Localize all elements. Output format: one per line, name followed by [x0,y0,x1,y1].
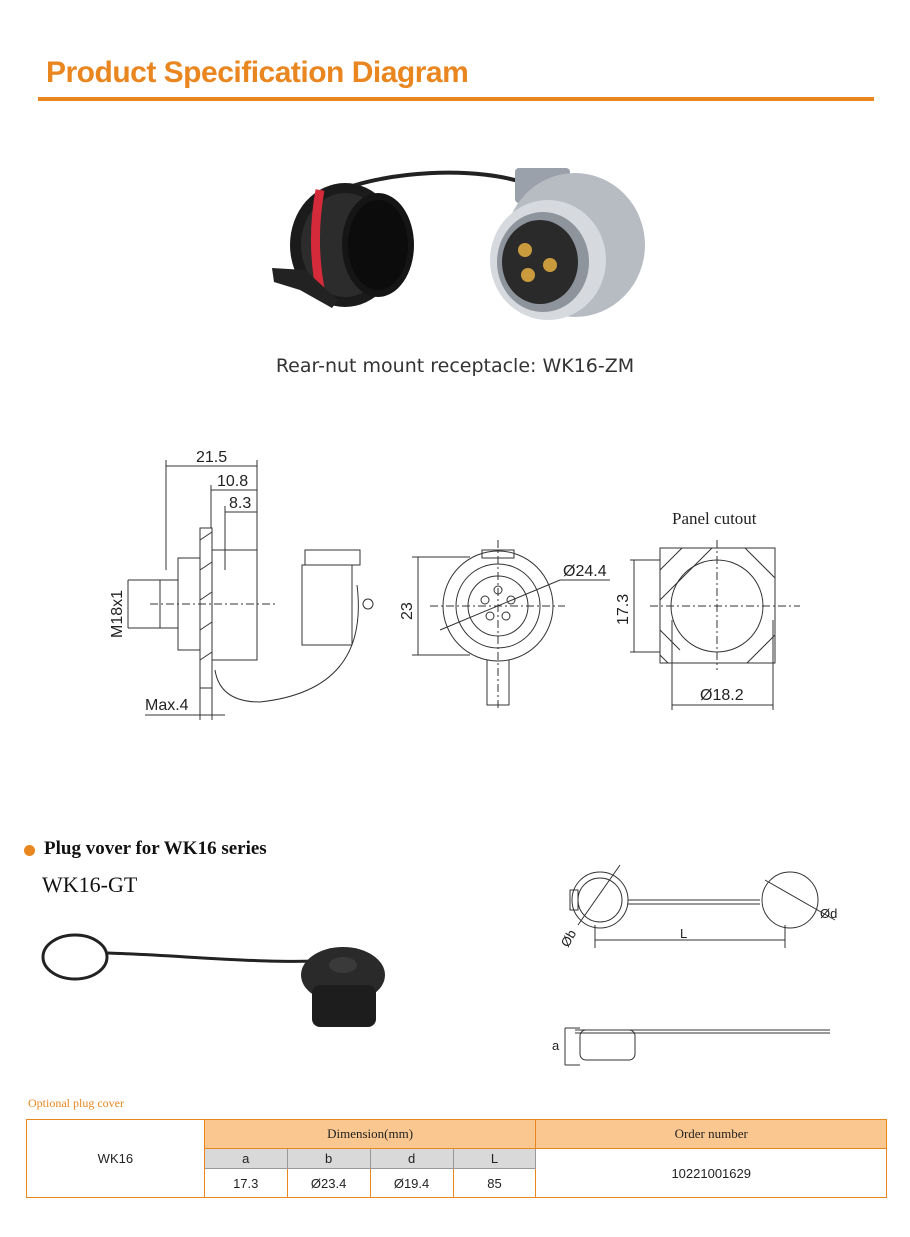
dim-max4: Max.4 [145,697,189,714]
label-d: Ød [820,906,837,921]
model-code: WK16-GT [42,872,138,897]
label-L: L [680,926,687,941]
spec-table: WK16 Dimension(mm) Order number a b d L … [26,1119,887,1198]
value-b: Ø23.4 [286,1168,371,1198]
col-L: L [452,1148,537,1169]
value-a: 17.3 [203,1168,288,1198]
panel-cutout-title: Panel cutout [672,509,757,528]
optional-label: Optional plug cover [28,1096,124,1110]
value-L: 85 [452,1168,537,1198]
dim-dia-24-4: Ø24.4 [563,563,607,580]
dimension-header: Dimension(mm) [203,1119,537,1149]
model-cell: WK16 [26,1119,205,1198]
dim-thread: M18x1 [109,590,126,638]
title-underline [38,97,874,101]
col-d: d [369,1148,454,1169]
product-caption: Rear-nut mount receptacle: WK16-ZM [275,355,635,377]
dim-21-5: 21.5 [196,449,227,466]
value-d: Ø19.4 [369,1168,454,1198]
label-b: Øb [558,927,580,950]
dim-panel-dia: Ø18.2 [700,687,744,704]
dim-panel-height: 17.3 [615,594,632,625]
order-number: 10221001629 [535,1148,887,1198]
label-a: a [552,1038,560,1053]
plug-cover-photo [41,933,385,1027]
dim-10-8: 10.8 [217,473,248,490]
cap-image [272,183,414,308]
technical-drawing: 21.5 10.8 8.3 M18x1 Max.4 23 Ø24.4 Panel… [109,449,800,720]
plug-cover-drawing: Øb Ød L a [552,864,837,1066]
col-a: a [203,1148,288,1169]
page-title: Product Specification Diagram [46,56,469,89]
section-heading: Plug vover for WK16 series [44,838,267,859]
receptacle-image [490,168,645,320]
bullet-dot [24,845,35,856]
dim-height-23: 23 [399,602,416,620]
product-photo [272,168,645,320]
dim-8-3: 8.3 [229,495,251,512]
col-b: b [286,1148,371,1169]
order-header: Order number [535,1119,887,1149]
